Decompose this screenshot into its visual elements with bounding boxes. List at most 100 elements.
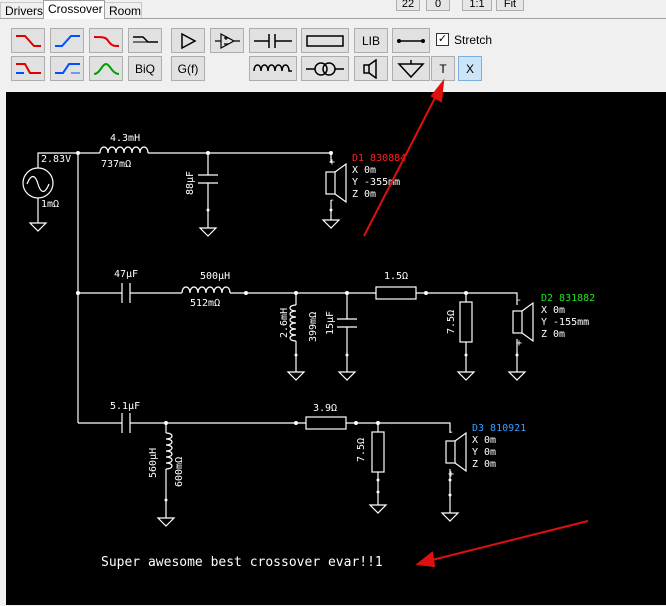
resistor-button[interactable] [301, 28, 349, 53]
resistor-icon [306, 34, 344, 47]
lowpass-icon [16, 34, 41, 47]
lowpass-allpass-button[interactable] [11, 56, 45, 81]
l1-value: 4.3mH [110, 133, 140, 144]
l3-resistance: 399mΩ [308, 312, 319, 342]
highpass-filter-button[interactable] [50, 28, 84, 53]
junction-dot [354, 421, 358, 425]
c3-value: 15µF [325, 311, 336, 335]
c2-cap [78, 283, 182, 303]
junction-dot [345, 291, 349, 295]
d2-body [512, 310, 523, 334]
zoom-fit-button[interactable]: Fit [496, 0, 524, 11]
wire-button[interactable] [392, 28, 430, 53]
transfer-function-button[interactable]: G(f) [171, 56, 205, 81]
branch2-wire [230, 292, 518, 305]
highpass-icon [55, 34, 80, 47]
ground-symbol [440, 512, 460, 522]
text-button[interactable]: T [431, 56, 455, 81]
l3-value: 2.6mH [279, 308, 290, 338]
capacitor-button[interactable] [249, 28, 297, 53]
d3-cone [454, 431, 467, 473]
inductor-icon [253, 63, 292, 72]
inductor-button[interactable] [249, 56, 297, 81]
l1-resistance: 737mΩ [101, 159, 131, 170]
d2-plus: + [516, 338, 522, 349]
junction-dot [464, 353, 468, 357]
r4-value: 7.5Ω [356, 438, 367, 462]
d3-body [445, 440, 456, 464]
d1-minus: - [329, 195, 335, 206]
ground-symbol [456, 371, 476, 381]
d3-plus: + [448, 469, 454, 480]
library-button[interactable]: LIB [354, 28, 388, 53]
shelf-icon [133, 35, 158, 43]
d1-plus: + [329, 157, 335, 168]
source-resistance: 1mΩ [41, 199, 59, 210]
l4-coil [165, 432, 173, 470]
ground-symbol [507, 371, 527, 381]
lowpass-filter-button[interactable] [11, 28, 45, 53]
lowpass-curve-icon [93, 35, 120, 47]
d1-cone [334, 162, 347, 204]
branch3-wire [346, 422, 451, 433]
c1-value: 88µF [185, 171, 196, 195]
wire-icon [397, 38, 425, 43]
r2-value: 7.5Ω [446, 310, 457, 334]
source-wire [37, 152, 100, 223]
d1-body [325, 171, 336, 195]
delete-button[interactable]: X [458, 56, 482, 81]
ground-symbol [198, 227, 218, 237]
l4-value: 560µH [148, 448, 159, 478]
buffer-button[interactable] [171, 28, 205, 53]
value-button-0[interactable]: 0 [426, 0, 450, 11]
annotation-arrow-1 [363, 91, 439, 237]
sine-icon [26, 175, 50, 193]
highpass-allpass-button[interactable] [50, 56, 84, 81]
r1-body [375, 286, 417, 300]
bandpass-icon [93, 62, 120, 75]
biquad-button[interactable]: BiQ [128, 56, 162, 81]
schematic-canvas[interactable] [6, 92, 666, 605]
tab-crossover[interactable]: Crossover [43, 0, 105, 19]
source-voltage: 2.83V [41, 154, 71, 165]
l2-value: 500µH [200, 271, 230, 282]
shelf-filter-button[interactable] [128, 28, 162, 53]
junction-dot [515, 353, 519, 357]
junction-dot [329, 208, 333, 212]
junction-dot [164, 498, 168, 502]
junction-dot [164, 421, 168, 425]
ground-icon [397, 59, 425, 78]
value-button-22[interactable]: 22 [396, 0, 420, 11]
stretch-checkbox[interactable]: ✓ [436, 33, 449, 46]
amplifier-button[interactable] [210, 28, 244, 53]
ground-symbol [337, 371, 357, 381]
transformer-button[interactable] [301, 56, 349, 81]
l2-coil [181, 286, 231, 294]
bandpass-filter-button[interactable] [89, 56, 123, 81]
d3-z: Z 0m [472, 459, 496, 470]
d2-minus: - [516, 295, 522, 306]
r4-body [371, 431, 385, 473]
lowpass-step-icon [16, 62, 41, 74]
r3-body [305, 416, 347, 430]
d1-label: D1 830884 [352, 153, 406, 164]
transformer-icon [306, 61, 344, 76]
c1-cap [198, 153, 218, 228]
highpass-step-icon [55, 62, 80, 74]
junction-dot [206, 208, 210, 212]
d2-cone [521, 301, 534, 343]
junction-dot [376, 421, 380, 425]
schematic-caption[interactable]: Super awesome best crossover evar!!1 [101, 555, 383, 570]
notch-filter-button[interactable] [89, 28, 123, 53]
zoom-1to1-button[interactable]: 1:1 [462, 0, 492, 11]
junction-dot [294, 421, 298, 425]
l3-coil [289, 304, 297, 342]
branch1-wire [148, 152, 332, 163]
d1-x: X 0m [352, 165, 376, 176]
driver-button[interactable] [354, 56, 388, 81]
d3-label: D3 810921 [472, 423, 526, 434]
c4-value: 5.1µF [110, 401, 140, 412]
ground-button[interactable] [392, 56, 430, 81]
l4-resistance: 600mΩ [174, 457, 185, 487]
d2-x: X 0m [541, 305, 565, 316]
